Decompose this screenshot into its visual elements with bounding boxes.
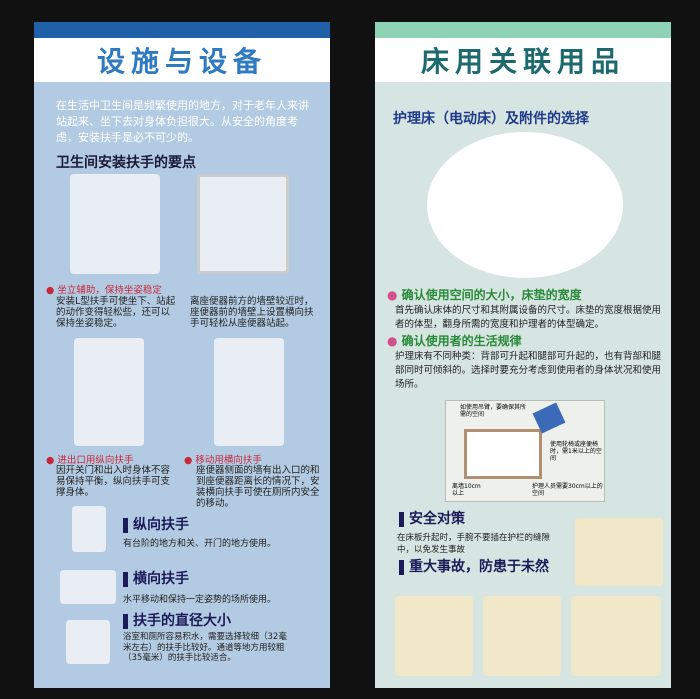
fall-accident-illustration-3 [571, 596, 661, 676]
panel-title: 设施与设备 [34, 38, 330, 82]
point-label: 坐立辅助，保持坐姿稳定 [46, 282, 162, 296]
section-title: 卫生间安装扶手的要点 [56, 155, 196, 171]
toilet-l-rail-illustration [70, 174, 160, 274]
diagram-note: 护理人员需要30cm以上的空间 [532, 483, 603, 497]
care-bed-illustration [427, 132, 623, 278]
type-title: 扶手的直径大小 [123, 614, 231, 629]
type-text: 浴室和厕所容易积水，需要选择较细（32毫米左右）的扶手比较好。通道等地方用较粗（… [123, 632, 287, 663]
accident-title: 重大事故，防患于未然 [399, 560, 549, 575]
bed-rail-accident-illustration [575, 518, 663, 586]
right-panel-bed-products: 床用关联用品 护理床（电动床）及附件的选择 确认使用空间的大小，床垫的宽度 首先… [375, 22, 671, 688]
point-label: 进出口用纵向扶手 [46, 452, 133, 466]
subtitle: 护理床（电动床）及附件的选择 [393, 111, 589, 127]
type-text: 有台阶的地方和关、开门的地方使用。 [123, 539, 277, 549]
horizontal-rail-hand-icon [60, 570, 116, 604]
point-text: 座便器侧面的墙有出入口的和到座便器距离长的情况下，安装横向扶手可使在厕所内安全的… [196, 465, 320, 509]
bed-shape [464, 429, 542, 479]
point-label: 确认使用空间的大小，床垫的宽度 [387, 286, 582, 303]
rail-diameter-icon [66, 620, 110, 664]
point-label: 移动用横向扶手 [184, 452, 262, 466]
safety-title: 安全对策 [399, 512, 465, 527]
point-text: 离座便器前方的墙壁较近时，座便器前的墙壁上设置横向扶手可轻松从座便器站起。 [190, 296, 314, 329]
type-title: 纵向扶手 [123, 518, 189, 533]
intro-text: 在生活中卫生间是频繁使用的地方，对于老年人来讲站起来、坐下去对身体负担很大。从安… [56, 99, 309, 144]
diagram-note: 离墙10cm以上 [452, 483, 481, 497]
left-panel-facilities: 设施与设备 在生活中卫生间是频繁使用的地方，对于老年人来讲站起来、坐下去对身体负… [34, 22, 330, 688]
fall-accident-illustration-1 [395, 596, 473, 676]
point-text: 安装L型扶手可使坐下、站起的动作变得轻松些，还可以保持坐姿稳定。 [56, 296, 176, 329]
point-text: 首先确认床体的尺寸和其附属设备的尺寸。床垫的宽度根据使用者的体型，翻身所需的宽度… [395, 305, 662, 330]
type-title: 横向扶手 [123, 572, 189, 587]
diagram-note: 如使用吊臂，要确保其所需的空间 [460, 404, 527, 418]
door-vertical-rail-illustration [74, 338, 144, 446]
diagram-note: 使用轮椅或座便椅时，需1米以上的空间 [550, 441, 602, 462]
horizontal-rail-walk-illustration [214, 338, 284, 446]
point-label: 确认使用者的生活规律 [387, 332, 522, 349]
toilet-front-rail-illustration [197, 174, 289, 274]
header-strip [375, 22, 671, 38]
type-text: 水平移动和保持一定姿势的场所使用。 [123, 595, 277, 605]
point-text: 因开关门和出入时身体不容易保持平衡，纵向扶手可支撑身体。 [56, 465, 171, 498]
header-strip [34, 22, 330, 38]
bed-space-diagram: 如使用吊臂，要确保其所需的空间 使用轮椅或座便椅时，需1米以上的空间 离墙10c… [445, 400, 605, 502]
fall-accident-illustration-2 [483, 596, 561, 676]
vertical-rail-hand-icon [72, 506, 106, 552]
panel-title: 床用关联用品 [375, 38, 671, 82]
safety-text: 在床板升起时，手腕不要插在护栏的缝隙中，以免发生事故 [397, 533, 551, 555]
point-text: 护理床有不同种类：背部可升起和腿部可升起的，也有背部和腿部同时可倾斜的。选择时要… [395, 351, 662, 390]
